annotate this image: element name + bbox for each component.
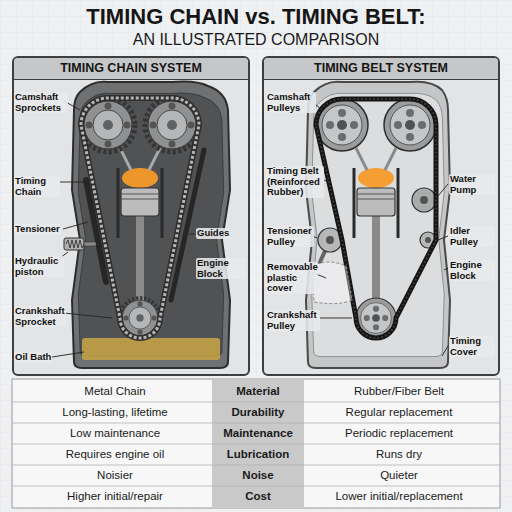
part-label: Crankshaft Pulley [266,310,320,331]
pulley-hub [326,236,334,244]
table-cell: Periodic replacement [304,423,494,444]
table-cell: Maintenance [212,423,304,444]
panel-header: TIMING BELT SYSTEM [264,58,498,80]
part-label: Idler Pulley [449,226,495,247]
title: TIMING CHAIN vs. TIMING BELT: [0,4,512,30]
cylinder-wall [161,168,164,238]
leader-line [438,184,448,196]
subtitle: AN ILLUSTRATED COMPARISON [0,30,512,49]
engine-block [72,82,230,369]
leader-line [438,236,448,240]
table-cell: Durability [212,402,304,423]
part-label: Oil Bath [14,352,52,363]
pulley-hub [420,196,428,204]
leader-line [444,268,448,270]
hydraulic-piston [64,238,84,250]
table-ground [12,379,500,508]
table-rule [12,486,500,487]
table-cell: Quieter [304,465,494,486]
plastic-cover [312,262,352,304]
piston [121,188,159,216]
piston [357,188,395,216]
combustion-glow [358,168,394,188]
table-cell: Higher initial/repair [20,486,210,507]
part-label: Hydraulic piston [14,256,64,277]
table-cell: Lower initial/replacement [304,486,494,507]
part-label: Timing Chain [14,176,60,197]
leader-line [60,182,86,183]
leader-line [64,313,112,318]
leader-line [52,352,84,357]
table-cell: Cost [212,486,304,507]
leader-line [320,318,352,319]
part-label: Engine Block [449,260,495,281]
part-label: Timing Belt (Reinforced Rubber) [266,166,324,198]
leader-line [189,234,195,235]
piston-ring [357,199,395,200]
piston-rod [84,242,96,246]
part-label: Guides [196,228,230,239]
combustion-glow [122,168,158,188]
table-cell: Metal Chain [20,381,210,402]
table-cell: Noise [212,465,304,486]
table-cell: Noisier [20,465,210,486]
leader-lines [52,101,448,357]
timing-cover [312,93,444,356]
leader-line [442,346,448,356]
table-rule [12,402,500,403]
valve [149,148,160,170]
chain-links [81,98,199,338]
table-cell: Material [212,381,304,402]
oil-bath [82,338,220,360]
tensioner-shoe [86,180,106,282]
piston-ring [121,199,159,200]
belt-engine [306,82,450,368]
valve [385,148,396,170]
part-label: Camshaft Pulleys [266,92,316,113]
cylinder-wall [117,168,120,238]
part-label: Water Pump [449,174,495,195]
table-cell: Lubrication [212,444,304,465]
comparison-table [12,379,500,508]
part-label: Tensioner [14,224,61,235]
engine-block [306,82,450,368]
panel-ground [13,57,249,375]
table-rule [12,465,500,466]
pulley-hub [425,237,431,243]
table-cell: Runs dry [304,444,494,465]
leader-line [324,180,328,182]
table-key-column [212,380,304,507]
table-cell: Long-lasting, lifetime [20,402,210,423]
table-cell: Regular replacement [304,402,494,423]
table-cell: Requires engine oil [20,444,210,465]
piston-ring [357,194,395,195]
table-cell: Low maintenance [20,423,210,444]
panel-header: TIMING CHAIN SYSTEM [14,58,248,80]
part-label: Timing Cover [449,336,495,357]
valve [356,148,367,170]
part-label: Tensioner Pulley [266,226,314,247]
piston-ring [121,194,159,195]
water-pump [412,188,436,212]
panel-ground [263,57,499,375]
part-label: Crankshaft Sprocket [14,306,66,327]
timing-chain [81,98,199,338]
chain-engine [64,82,230,369]
part-label: Camshaft Sprockets [14,92,68,113]
leader-line [315,104,322,110]
spring [66,240,84,248]
cylinder-wall [353,168,356,238]
leader-line [63,222,88,229]
table-cell: Rubber/Fiber Belt [304,381,494,402]
valve [120,148,131,170]
cylinder-wall [397,168,400,238]
part-label: Removable plastic cover [266,262,318,294]
table-rule [12,423,500,424]
part-label: Engine Block [196,258,246,279]
table-rule [12,444,500,445]
